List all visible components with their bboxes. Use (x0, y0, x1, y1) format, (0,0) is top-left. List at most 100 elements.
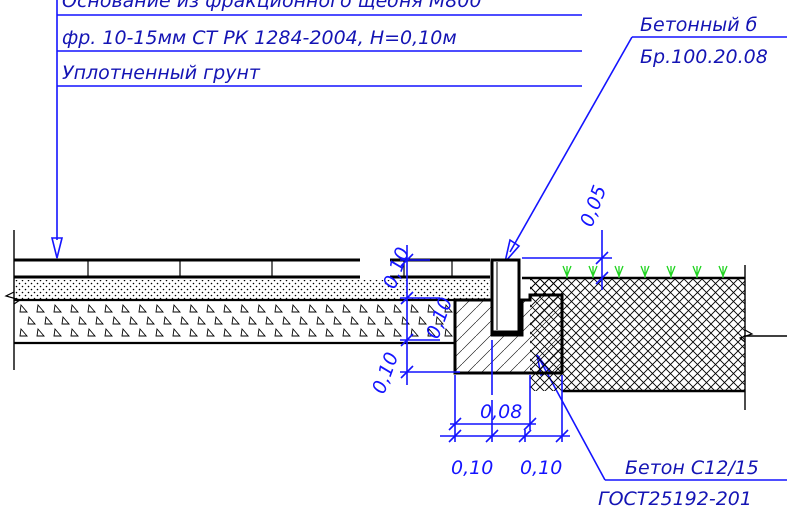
grass-mark (640, 265, 650, 278)
stone-triangle (350, 315, 359, 325)
stone-triangle (87, 327, 96, 337)
stone-triangle (359, 327, 368, 337)
stone-triangle (444, 327, 453, 337)
stone-triangle (36, 303, 45, 313)
note-line-2: фр. 10-15мм СТ РК 1284-2004, Н=0,10м (62, 27, 457, 49)
dim-footing-right: 0,10 (520, 457, 562, 479)
stone-triangle (197, 315, 206, 325)
stone-triangle (393, 327, 402, 337)
stone-triangle (342, 327, 351, 337)
stone-triangle (418, 315, 427, 325)
stone-triangle (240, 303, 249, 313)
stone-triangle (214, 315, 223, 325)
stone-triangle (70, 327, 79, 337)
stone-triangle (155, 327, 164, 337)
grass-mark (692, 265, 702, 278)
concrete-note-line-2: ГОСТ25192-201 (598, 488, 752, 510)
stone-triangle (325, 327, 334, 337)
dim-curb-width: 0,08 (480, 401, 522, 423)
stone-triangle (410, 327, 419, 337)
stone-triangle (342, 303, 351, 313)
grass-mark (562, 265, 572, 278)
stone-triangle (112, 315, 121, 325)
stone-triangle (410, 303, 419, 313)
stone-triangle (19, 327, 28, 337)
stone-triangle (299, 315, 308, 325)
stone-triangle (291, 303, 300, 313)
stone-triangle (376, 327, 385, 337)
stone-triangle (163, 315, 172, 325)
pavement-layers (4, 230, 490, 370)
dimension-lines (400, 230, 612, 443)
stone-triangle (19, 303, 28, 313)
stone-triangle (78, 315, 87, 325)
curb-note-line-1: Бетонный б (640, 14, 758, 36)
curb-stone (490, 258, 521, 334)
stone-triangle (231, 315, 240, 325)
stone-triangle (87, 303, 96, 313)
stone-triangle (138, 303, 147, 313)
grass-mark (588, 265, 598, 278)
stone-triangle (265, 315, 274, 325)
soil-section (522, 265, 787, 410)
stone-triangle (274, 327, 283, 337)
stone-triangle (53, 327, 62, 337)
grass-mark (614, 265, 624, 278)
stone-triangle (376, 303, 385, 313)
crushed-stone-hatch (19, 303, 453, 337)
stone-triangle (359, 303, 368, 313)
dim-curb-height: 0,05 (576, 182, 611, 229)
stone-triangle (308, 303, 317, 313)
stone-triangle (121, 303, 130, 313)
note-leader (50, 0, 582, 259)
stone-triangle (70, 303, 79, 313)
dim-base-thickness: 0,10 (422, 294, 457, 341)
stone-triangle (393, 303, 402, 313)
stone-triangle (36, 327, 45, 337)
stone-triangle (427, 303, 436, 313)
stone-triangle (44, 315, 53, 325)
stone-triangle (95, 315, 104, 325)
stone-triangle (427, 327, 436, 337)
stone-triangle (384, 315, 393, 325)
dim-lower-thickness: 0,10 (368, 349, 403, 396)
curb-leader (504, 36, 787, 263)
stone-triangle (53, 303, 62, 313)
stone-triangle (240, 327, 249, 337)
stone-triangle (274, 303, 283, 313)
stone-triangle (172, 303, 181, 313)
dim-footing-left: 0,10 (451, 457, 493, 479)
stone-triangle (146, 315, 155, 325)
stone-triangle (282, 315, 291, 325)
stone-triangle (223, 327, 232, 337)
stone-triangle (401, 315, 410, 325)
stone-triangle (333, 315, 342, 325)
stone-triangle (104, 303, 113, 313)
stone-triangle (206, 327, 215, 337)
stone-triangle (189, 327, 198, 337)
grass-symbols (562, 265, 728, 278)
stone-triangle (257, 303, 266, 313)
stone-triangle (257, 327, 266, 337)
stone-triangle (138, 327, 147, 337)
stone-triangle (308, 327, 317, 337)
stone-triangle (172, 327, 181, 337)
concrete-note-line-1: Бетон С12/15 (625, 457, 759, 479)
stone-triangle (325, 303, 334, 313)
grass-mark (666, 265, 676, 278)
stone-triangle (248, 315, 257, 325)
stone-triangle (435, 315, 444, 325)
stone-triangle (61, 315, 70, 325)
stone-triangle (367, 315, 376, 325)
stone-triangle (444, 303, 453, 313)
stone-triangle (206, 303, 215, 313)
stone-triangle (316, 315, 325, 325)
note-line-1: Основание из фракционного щебня М800 (62, 0, 482, 12)
stone-triangle (189, 303, 198, 313)
stone-triangle (223, 303, 232, 313)
stone-triangle (291, 327, 300, 337)
stone-triangle (155, 303, 164, 313)
curb-note-line-2: Бр.100.20.08 (640, 46, 768, 68)
stone-triangle (27, 315, 36, 325)
